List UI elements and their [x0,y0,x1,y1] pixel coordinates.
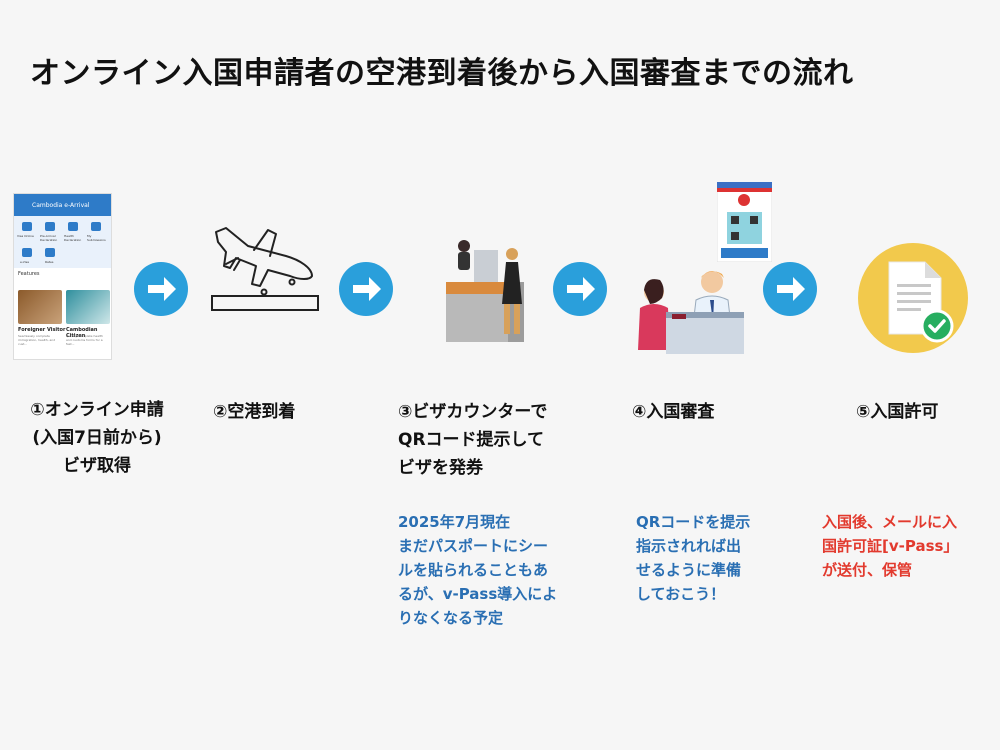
phone-icon-label: Visa Online [17,234,34,238]
note-line: しておこう！ [636,585,726,603]
flow-arrow-icon [339,262,393,316]
phone-icon-grid: Visa Online Pre-Arrival Declaration Heal… [14,216,111,268]
step-3-line: ビザを発券 [398,458,483,478]
step-1-line: (入国7日前から) [32,428,162,448]
phone-app-screenshot: Cambodia e-Arrival Visa Online Pre-Arriv… [13,193,112,360]
card-title: Cambodian Citizen [66,327,98,339]
airplane-arrival-icon [211,227,319,311]
passport-qr-card-icon [717,182,772,262]
phone-icon-label: Health Declaration [64,234,82,242]
note-line: 指示されれば出 [636,537,742,555]
step-2-label: ②空港到着 [213,398,295,426]
step-5-line: ⑤入国許可 [856,402,939,422]
phone-icon-label: e-Visa [20,260,29,264]
note-line: が送付、保管 [822,561,913,579]
arrival-declaration-icon [45,222,55,231]
flow-arrow-icon [134,262,188,316]
phone-icon-label: My Submissions [87,234,106,242]
phone-icon-label: Rates [45,260,54,264]
foreigner-card-image [18,290,62,324]
entry-permit-document-icon [858,243,968,353]
phone-header: Cambodia e-Arrival [14,194,111,216]
card-text: Seamlessly complete immigration, health,… [18,334,56,346]
e-visa-icon [22,248,32,257]
step-1-line: ①オンライン申請 [30,400,164,420]
visa-online-icon [22,222,32,231]
phone-app-name: Cambodia e-Arrival [32,201,90,209]
page-title: オンライン入国申請者の空港到着後から入国審査までの流れ [30,56,854,91]
note-line: せるように準備 [636,561,742,579]
note-line: 国許可証[v-Pass」 [822,537,959,555]
step-5-label: ⑤入国許可 [856,398,938,426]
step-2-line: ②空港到着 [213,402,296,422]
note-line: るが、v-Pass導入によ [398,585,558,603]
step-4-line: ④入国審査 [632,402,715,422]
note-line: りなくなる予定 [398,609,504,627]
note-line: QRコードを提示 [636,513,751,531]
flow-arrow-icon [553,262,607,316]
step-4-note: QRコードを提示 指示されれば出 せるように準備 しておこう！ [636,510,750,606]
step-3-line: QRコード提示して [398,430,545,450]
card-title: Foreigner Visitor [18,327,66,333]
step-3-line: ③ビザカウンターで [398,402,548,422]
step-3-label: ③ビザカウンターで QRコード提示して ビザを発券 [398,398,547,482]
card-text: Quickly Complete health and customs form… [66,334,103,346]
note-line: 2025年7月現在 [398,513,511,531]
phone-icon-label: Pre-Arrival Declaration [40,234,58,242]
step-1-label: ①オンライン申請 (入国7日前から) ビザ取得 [6,396,188,480]
features-label: Features [18,271,40,277]
rates-icon [45,248,55,257]
health-declaration-icon [68,222,78,231]
immigration-officer-icon [638,271,744,354]
step-3-note: 2025年7月現在 まだパスポートにシー ルを貼られることもあ るが、v-Pas… [398,510,557,630]
note-line: ルを貼られることもあ [398,561,549,579]
step-4-label: ④入国審査 [632,398,714,426]
citizen-card-image [66,290,110,324]
submissions-icon [91,222,101,231]
note-line: 入国後、メールに入 [822,513,958,531]
flow-arrow-icon [763,262,817,316]
step-1-line: ビザ取得 [63,456,131,476]
note-line: まだパスポートにシー [398,537,549,555]
step-5-note: 入国後、メールに入 国許可証[v-Pass」 が送付、保管 [822,510,958,582]
visa-counter-icon [446,240,524,342]
